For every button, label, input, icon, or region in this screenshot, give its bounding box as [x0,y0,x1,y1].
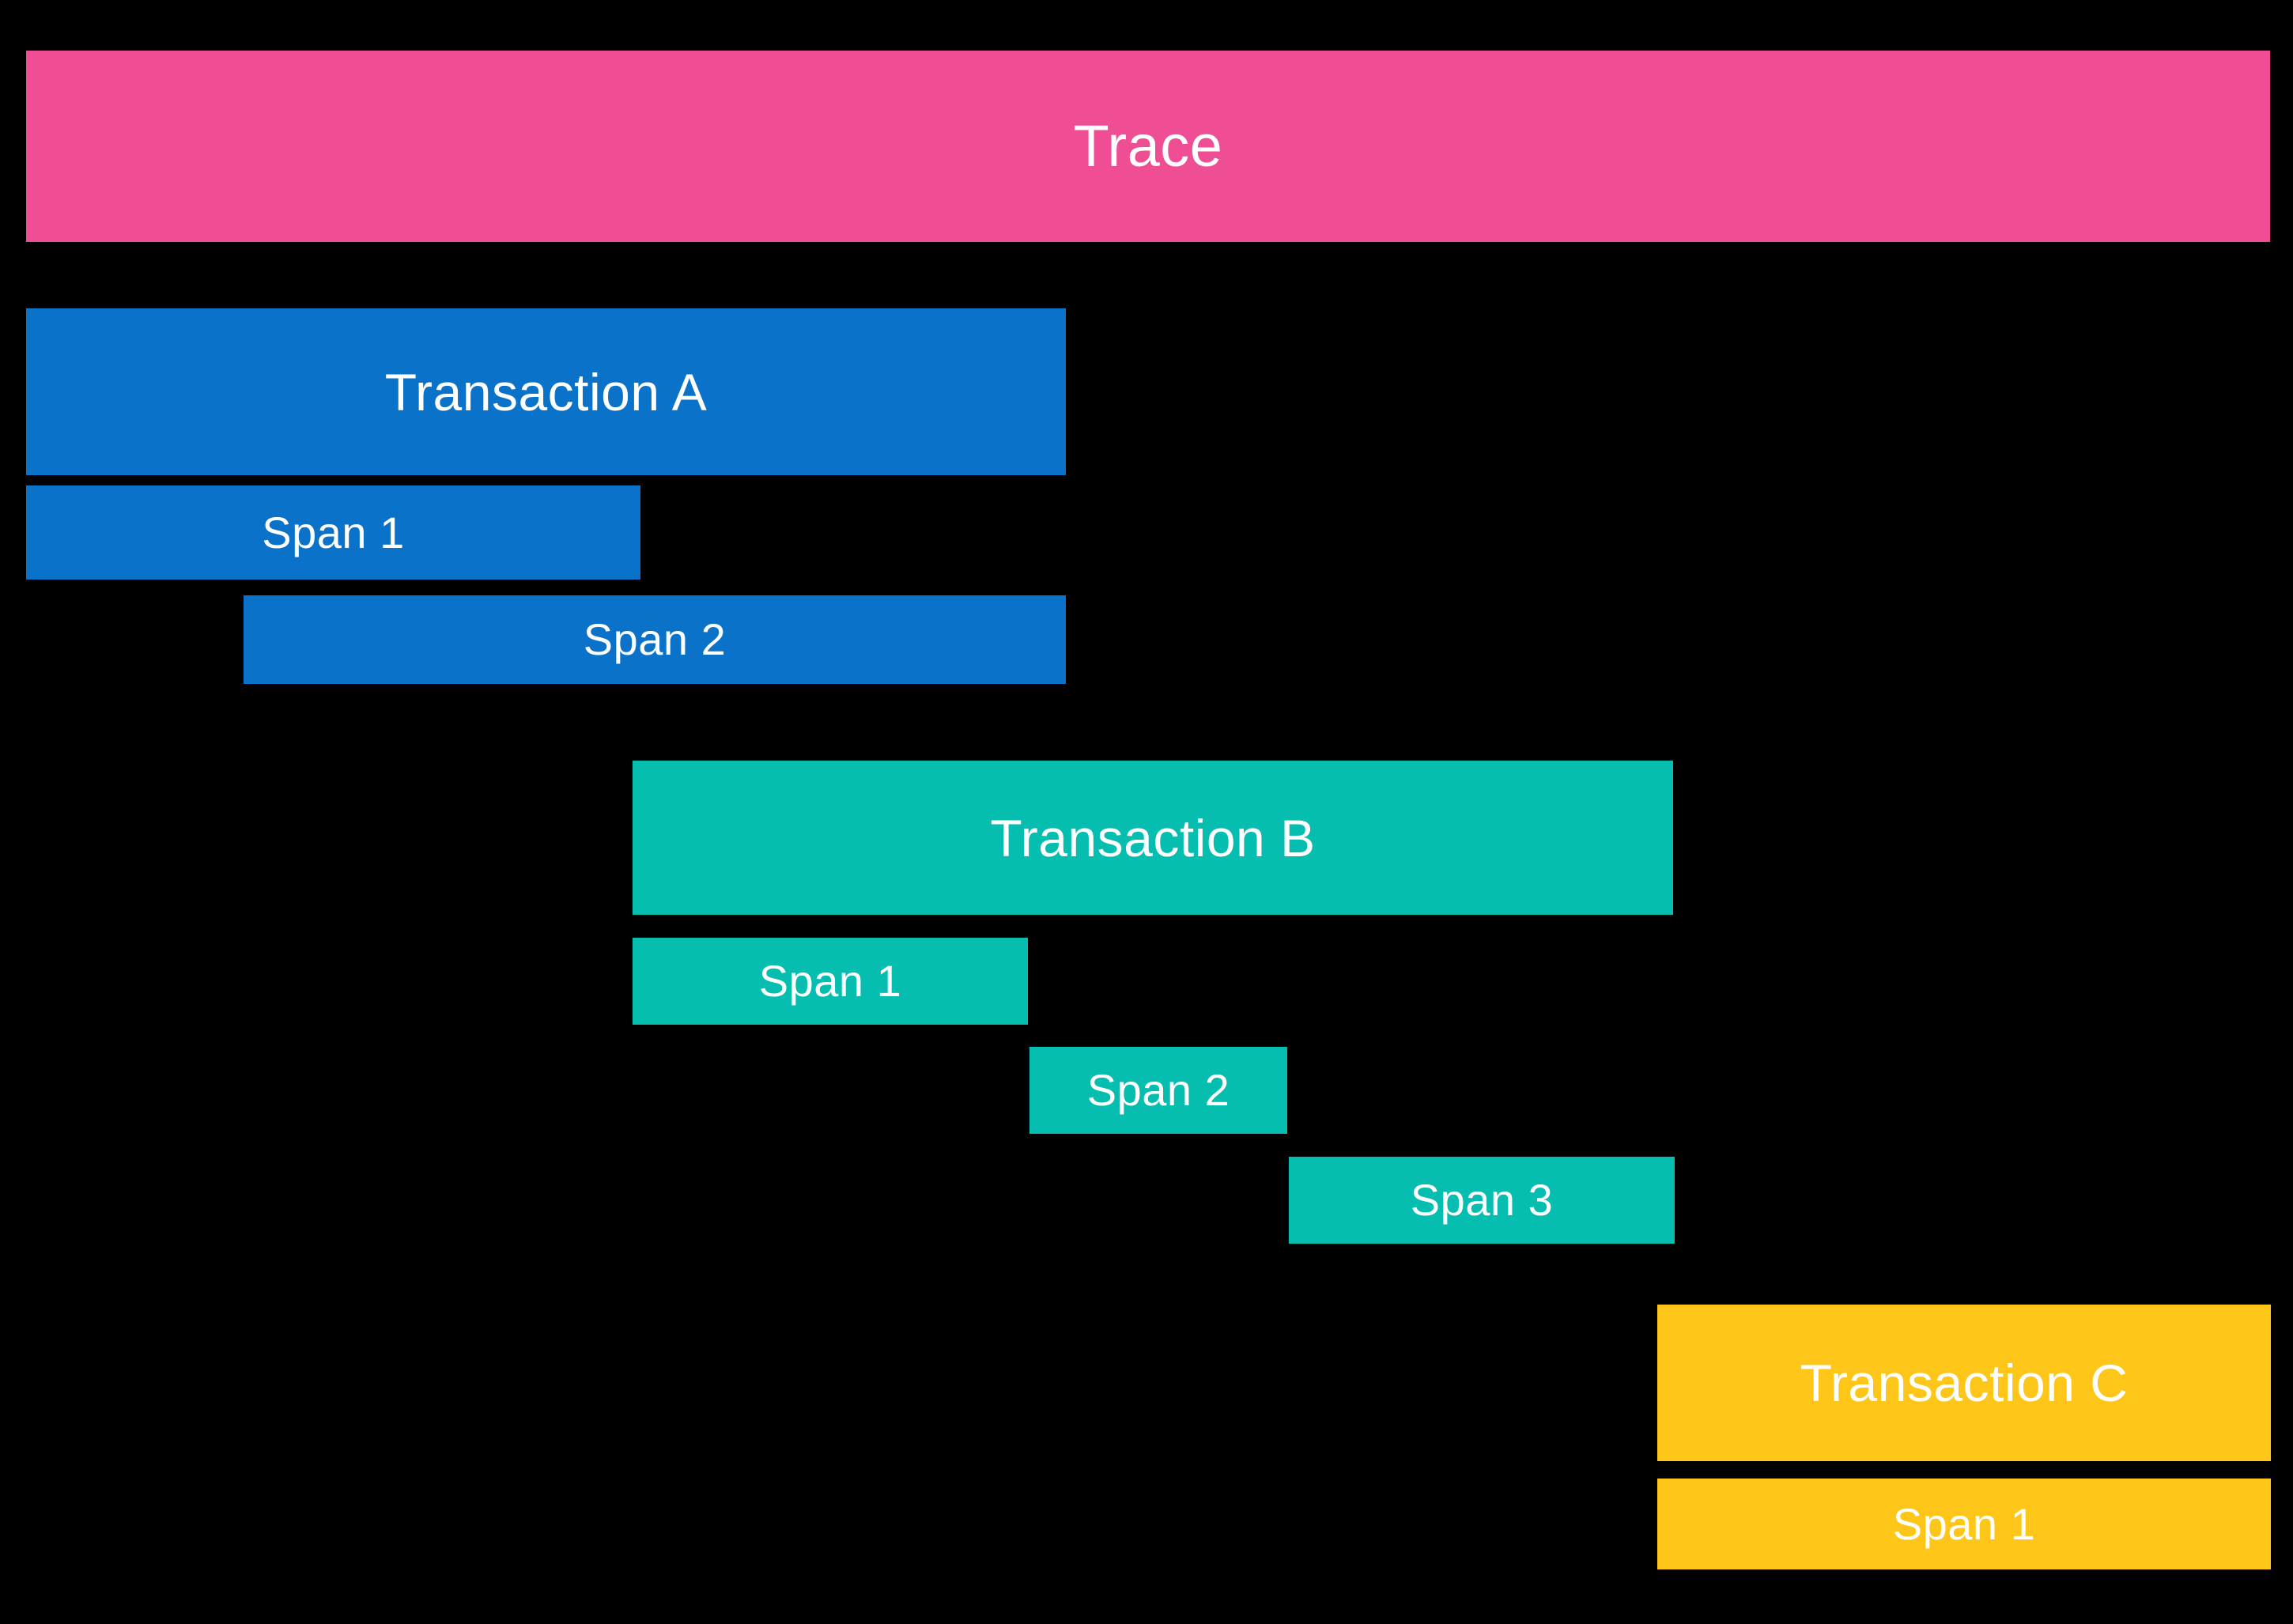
transaction-a-span-2-label: Span 2 [583,614,727,664]
transaction-b-bar[interactable]: Transaction B [633,761,1673,915]
transaction-c-label: Transaction C [1800,1354,2129,1412]
transaction-a-span-1-bar[interactable]: Span 1 [26,485,640,580]
transaction-b-span-1-label: Span 1 [758,956,902,1006]
transaction-b-span-2-bar[interactable]: Span 2 [1029,1047,1287,1134]
transaction-b-span-2-label: Span 2 [1086,1065,1230,1115]
transaction-a-bar[interactable]: Transaction A [26,308,1066,475]
transaction-a-label: Transaction A [384,362,708,421]
transaction-c-span-1-bar[interactable]: Span 1 [1657,1479,2271,1569]
trace-label: Trace [1073,113,1223,179]
transaction-b-span-3-bar[interactable]: Span 3 [1289,1157,1675,1244]
trace-bar[interactable]: Trace [26,51,2270,242]
transaction-b-span-1-bar[interactable]: Span 1 [633,938,1028,1025]
transaction-b-span-3-label: Span 3 [1410,1175,1554,1225]
transaction-c-span-1-label: Span 1 [1892,1498,2036,1549]
transaction-c-bar[interactable]: Transaction C [1657,1305,2271,1461]
transaction-b-label: Transaction B [990,808,1316,867]
transaction-a-span-1-label: Span 1 [262,507,405,557]
transaction-a-span-2-bar[interactable]: Span 2 [244,595,1066,684]
